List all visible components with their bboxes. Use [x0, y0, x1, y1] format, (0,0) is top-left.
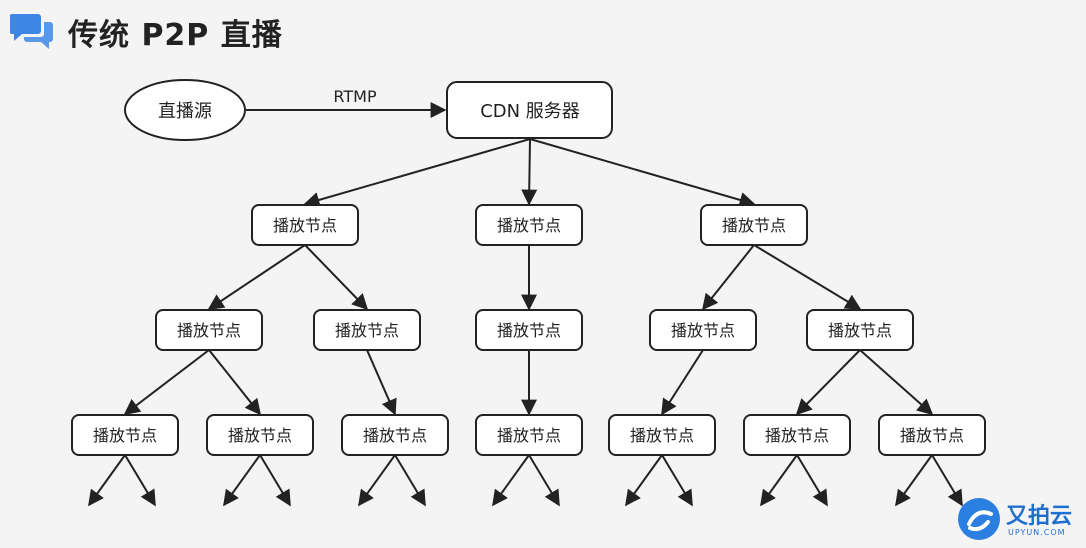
edge-node-outgoing — [528, 454, 560, 507]
play-node-label: 播放节点 — [671, 321, 735, 340]
upyun-logo-subtext: UPYUN.COM — [1008, 528, 1066, 537]
edge-node-to-node — [753, 244, 862, 310]
play-node — [475, 309, 583, 351]
play-node — [878, 414, 986, 456]
edge-node-to-node — [207, 244, 306, 310]
cdn-node — [446, 81, 613, 139]
edge-node-outgoing — [223, 454, 261, 507]
edge-node-to-node — [366, 349, 397, 416]
edge-node-to-node — [123, 349, 210, 415]
rtmp-label: RTMP — [333, 87, 377, 106]
play-node — [649, 309, 757, 351]
source-node — [124, 79, 246, 141]
edge-node-to-node — [702, 244, 755, 311]
play-node — [313, 309, 421, 351]
edge-node-outgoing — [492, 454, 530, 507]
edge-node-outgoing — [88, 454, 126, 507]
play-node-label: 播放节点 — [228, 426, 292, 445]
edge-node-outgoing — [760, 454, 798, 507]
edge-node-outgoing — [358, 454, 396, 507]
play-node-label: 播放节点 — [273, 216, 337, 235]
edge-node-outgoing — [625, 454, 663, 507]
edge-node-outgoing — [124, 454, 156, 507]
play-node — [608, 414, 716, 456]
source-label: 直播源 — [158, 101, 212, 122]
play-node — [206, 414, 314, 456]
edges — [88, 102, 963, 507]
play-node-label: 播放节点 — [900, 426, 964, 445]
edge-cdn-to-node — [529, 138, 756, 208]
edge-node-outgoing — [796, 454, 828, 507]
page-title: 传统 P2P 直播 — [68, 18, 283, 53]
edge-node-to-node — [208, 349, 261, 416]
play-node — [71, 414, 179, 456]
header: 传统 P2P 直播 — [0, 0, 1086, 60]
play-node-label: 播放节点 — [828, 321, 892, 340]
edge-node-outgoing — [931, 454, 963, 507]
upyun-logo-icon — [958, 498, 1000, 540]
play-node-label: 播放节点 — [93, 426, 157, 445]
edge-node-to-node — [795, 349, 861, 416]
play-node — [155, 309, 263, 351]
edge-node-outgoing — [895, 454, 933, 507]
edge-cdn-to-node — [521, 138, 538, 206]
cdn-label: CDN 服务器 — [480, 101, 580, 122]
edge-node-outgoing — [259, 454, 291, 507]
edge-node-outgoing — [661, 454, 693, 507]
play-node-label: 播放节点 — [722, 216, 786, 235]
play-node-label: 播放节点 — [363, 426, 427, 445]
play-node-label: 播放节点 — [765, 426, 829, 445]
play-node — [251, 204, 359, 246]
play-node-label: 播放节点 — [497, 426, 561, 445]
edge-cdn-to-node — [303, 138, 531, 208]
upyun-logo-name: 又拍云 — [1006, 504, 1073, 529]
edge-node-to-node — [304, 244, 369, 311]
chat-bubbles-icon — [10, 14, 53, 49]
edge-node-outgoing — [394, 454, 426, 507]
play-node-label: 播放节点 — [335, 321, 399, 340]
play-node — [341, 414, 449, 456]
play-node-label: 播放节点 — [497, 216, 561, 235]
play-node — [806, 309, 914, 351]
play-node — [475, 204, 583, 246]
edge-node-to-node — [859, 349, 934, 416]
play-node — [700, 204, 808, 246]
play-nodes: 播放节点播放节点播放节点播放节点播放节点播放节点播放节点播放节点播放节点播放节点… — [71, 204, 986, 456]
upyun-logo: 又拍云 UPYUN.COM — [956, 494, 1081, 544]
edge-node-to-node — [661, 349, 704, 416]
play-node-label: 播放节点 — [630, 426, 694, 445]
play-node-label: 播放节点 — [177, 321, 241, 340]
play-node — [475, 414, 583, 456]
play-node-label: 播放节点 — [497, 321, 561, 340]
play-node — [743, 414, 851, 456]
